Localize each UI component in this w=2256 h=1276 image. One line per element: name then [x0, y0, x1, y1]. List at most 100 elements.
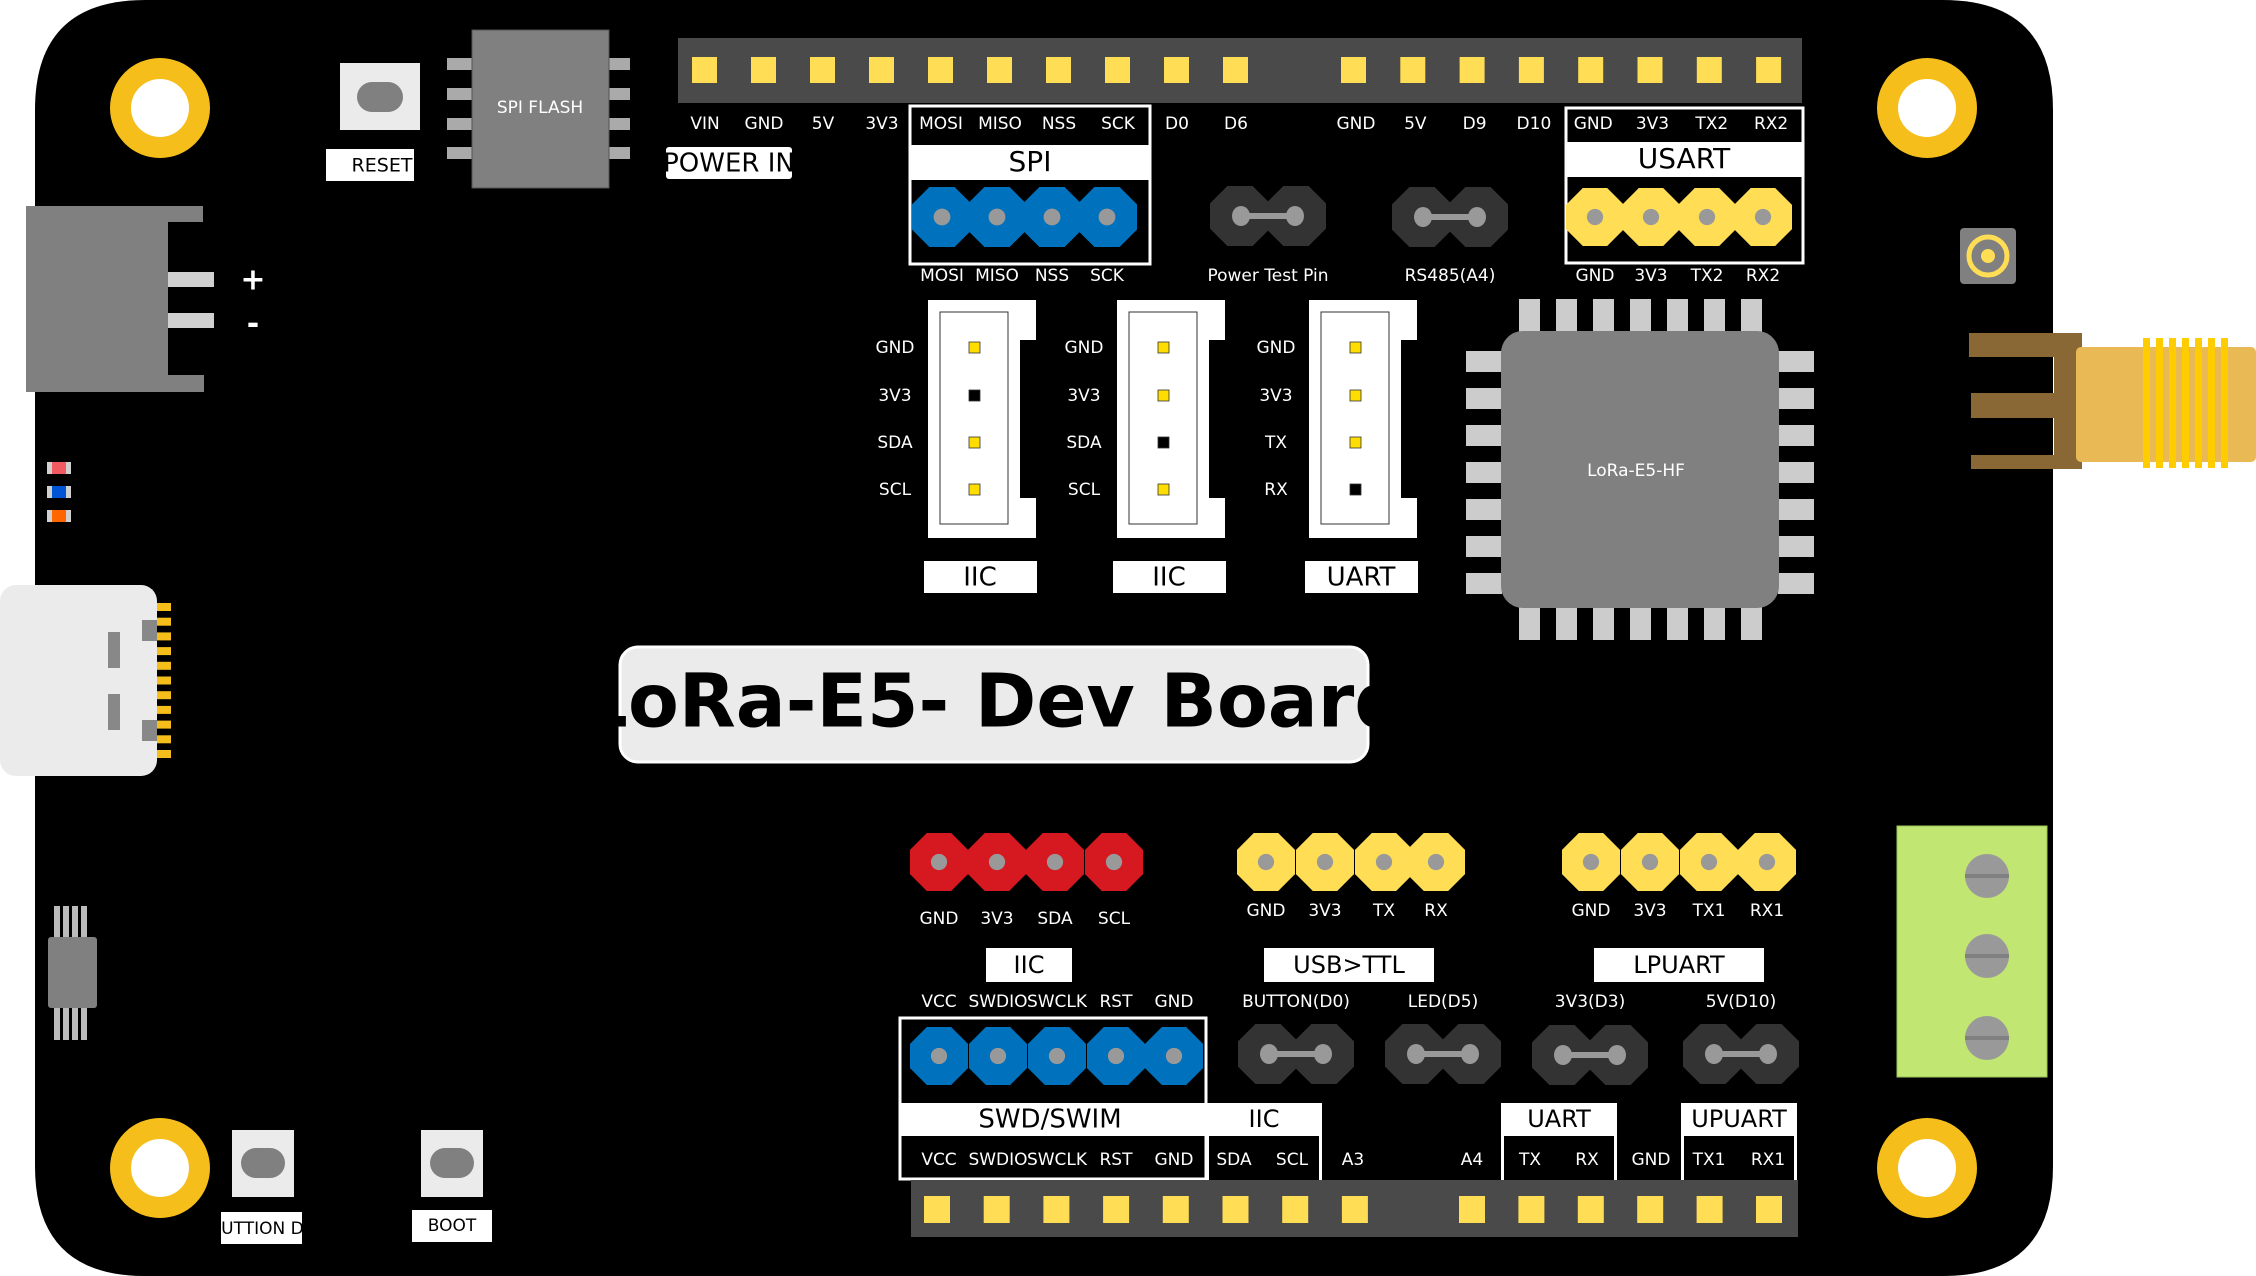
header-pin-label: GND [920, 909, 959, 929]
grove-title-box [1113, 561, 1226, 593]
top-pin-label: GND [745, 114, 784, 134]
header-pad [1341, 57, 1366, 83]
header-pad [1164, 57, 1189, 83]
led-red [47, 462, 71, 474]
spi-flash-chip [447, 29, 630, 189]
button-d0-label-box [221, 1212, 302, 1244]
boot-button[interactable] [421, 1130, 483, 1197]
swd-block [898, 1016, 1208, 1181]
top-pin-label: D9 [1463, 114, 1487, 134]
lpuart-header-pin[interactable] [1562, 833, 1620, 891]
usb-ttl-header-pin[interactable] [1237, 833, 1295, 891]
swd-pin-label: GND [1155, 992, 1194, 1012]
lpuart-header-pin[interactable] [1738, 833, 1796, 891]
header-pad [810, 57, 835, 83]
top-pin-label: TX2 [1694, 114, 1728, 134]
usb-ttl-title-box [1264, 948, 1434, 982]
jumper-3v3-d3-[interactable] [1532, 1025, 1648, 1085]
header-pad [1282, 1196, 1309, 1223]
swd-pin-label: RST [1100, 992, 1134, 1012]
lpuart-header-pin[interactable] [1621, 833, 1679, 891]
header-pad [1103, 1196, 1130, 1223]
jumper-button-d0-[interactable] [1238, 1024, 1354, 1084]
iic-header-pin[interactable] [968, 833, 1026, 891]
grove-pin-label: 3V3 [878, 386, 911, 406]
mount-hole-top-right [1877, 58, 1977, 158]
usart-pin-tx2[interactable] [1678, 188, 1736, 246]
bottom-pin-label: A4 [1461, 1150, 1483, 1170]
header-pad [1578, 57, 1604, 83]
grove-pin [968, 389, 981, 402]
swd-pin-swclk[interactable] [1028, 1027, 1086, 1085]
jumper-led-d5-[interactable] [1385, 1024, 1501, 1084]
mount-hole-top-left [110, 58, 210, 158]
jumper-rs485-a4[interactable] [1392, 187, 1508, 247]
iic-header-pin[interactable] [1026, 833, 1084, 891]
swd-pin-swdio[interactable] [969, 1027, 1027, 1085]
spi-pin-nss[interactable] [1022, 187, 1082, 247]
usb-contact [157, 647, 171, 656]
bottom-pin-label: SDA [1216, 1150, 1252, 1170]
bottom-pin-label: TX1 [1692, 1150, 1726, 1170]
spi-pin-sck[interactable] [1077, 187, 1137, 247]
usart-pin-rx2[interactable] [1734, 188, 1792, 246]
spi-pin-mosi[interactable] [912, 187, 972, 247]
top-pin-label: GND [1337, 114, 1376, 134]
jumper-label: RS485(A4) [1405, 266, 1496, 286]
bottom-pin-label: GND [1632, 1150, 1671, 1170]
header-pad [1043, 1196, 1070, 1223]
boot-label: BOOT [428, 1216, 477, 1236]
grove-pin-label: SDA [877, 433, 913, 453]
title-box [618, 645, 1370, 764]
usart-pin-3v3[interactable] [1622, 188, 1680, 246]
reset-button[interactable] [340, 63, 420, 130]
jumper-power-test-pin[interactable] [1210, 186, 1326, 246]
swd-title: SWD/SWIM [978, 1105, 1121, 1135]
usart-pin-gnd[interactable] [1566, 188, 1624, 246]
top-pin-label: MISO [978, 114, 1022, 134]
usb-ttl-header-pin[interactable] [1296, 833, 1354, 891]
bottom-pin-label: SCL [1276, 1150, 1309, 1170]
bottom-pin-label: SWDIO [968, 1150, 1027, 1170]
iic-header-pin[interactable] [1085, 833, 1143, 891]
reset-label-box [326, 149, 414, 181]
swd-pin-gnd[interactable] [1145, 1027, 1203, 1085]
spi-pin-label: SCK [1090, 266, 1125, 286]
jumper-5v-d10-[interactable] [1683, 1024, 1799, 1084]
grove-connector-2[interactable] [1117, 300, 1225, 538]
usb-contact [157, 603, 171, 611]
swd-pin-rst[interactable] [1087, 1027, 1145, 1085]
swd-pin-vcc[interactable] [910, 1027, 968, 1085]
usb-contact [157, 720, 171, 729]
top-pin-label: 3V3 [1636, 114, 1669, 134]
bottom-pin-label: RX [1575, 1150, 1599, 1170]
usb-ttl-header-pin[interactable] [1355, 833, 1413, 891]
sma-antenna-connector[interactable] [1969, 333, 2256, 469]
usb-ttl-header-pin[interactable] [1407, 833, 1465, 891]
header-pad [1637, 57, 1663, 83]
usart-pin-label: TX2 [1690, 266, 1724, 286]
lpuart-header-pin[interactable] [1680, 833, 1738, 891]
usart-title: USART [1638, 142, 1731, 175]
spi-pin-miso[interactable] [967, 187, 1027, 247]
header-pad [1696, 57, 1722, 83]
top-pin-label: SCK [1101, 114, 1136, 134]
usb-contact [157, 661, 171, 670]
header-pin-label: SCL [1098, 909, 1131, 929]
grove-connector-1[interactable] [928, 300, 1036, 538]
header-pin-label: 3V3 [980, 909, 1013, 929]
iic-header-pin[interactable] [910, 833, 968, 891]
spi-block [908, 104, 1152, 266]
header-pad [1756, 1196, 1782, 1223]
header-pin-label: TX1 [1692, 901, 1726, 921]
grove-connector-3[interactable] [1309, 300, 1417, 538]
grove-pin-label: GND [876, 338, 915, 358]
button-d0-label: BUTTION D0 [210, 1219, 315, 1239]
jumper-label: 5V(D10) [1706, 992, 1776, 1012]
grove-title: IIC [1152, 563, 1186, 593]
jumper-label: BUTTON(D0) [1242, 992, 1350, 1012]
header-pin-label: 3V3 [1633, 901, 1666, 921]
button-d0[interactable] [232, 1130, 294, 1197]
header-pin-label: GND [1247, 901, 1286, 921]
usb-c-port[interactable] [0, 585, 171, 776]
